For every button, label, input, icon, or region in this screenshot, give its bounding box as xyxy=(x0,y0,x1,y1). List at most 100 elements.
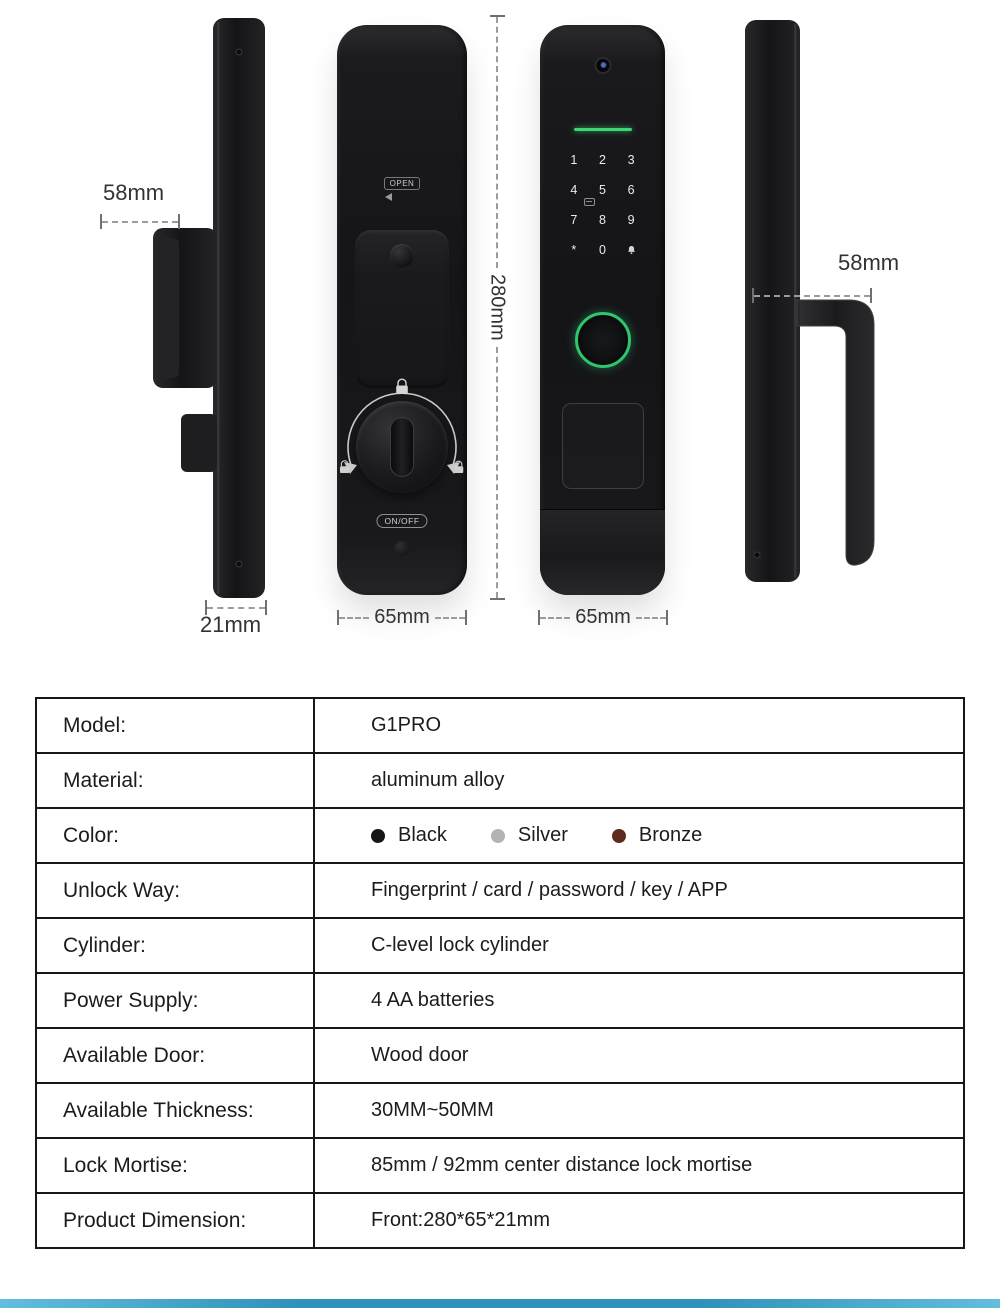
spec-row-productdimension: Product Dimension:Front:280*65*21mm xyxy=(37,1192,963,1247)
door-handle xyxy=(796,299,875,566)
spec-label: Unlock Way: xyxy=(37,864,315,917)
back-panel-slab xyxy=(213,18,265,598)
keypad-key-8: 8 xyxy=(599,213,606,227)
keypad-key-9: 9 xyxy=(627,213,635,227)
product-diagram-section: 58mm 21mm OPEN xyxy=(100,15,900,637)
keypad-key-star: * xyxy=(571,243,577,257)
front-panel-front-view: 1 2 3 4 5 6 7 8 9 * 0 xyxy=(540,25,665,595)
spec-value: 85mm / 92mm center distance lock mortise xyxy=(371,1154,753,1176)
dim-front-width: 65mm xyxy=(538,606,669,629)
battery-cover-button xyxy=(390,244,414,268)
spec-value: 4 AA batteries xyxy=(371,989,495,1011)
thumbturn-handle xyxy=(390,417,414,477)
dim-back-width-label: 65mm xyxy=(374,606,430,628)
front-panel-slab xyxy=(745,20,800,582)
dim-front-height-label: 280mm xyxy=(486,274,509,341)
footer-strip xyxy=(0,1299,1000,1308)
color-name: Bronze xyxy=(638,824,703,846)
card-reader-zone xyxy=(561,403,644,489)
card-icon xyxy=(584,198,595,206)
thumbturn-knob xyxy=(356,401,448,493)
spec-label: Available Thickness: xyxy=(37,1084,315,1137)
lock-icon xyxy=(396,378,408,394)
spec-label: Model: xyxy=(37,699,315,752)
front-panel-side-view xyxy=(745,20,875,582)
spec-value: C-level lock cylinder xyxy=(371,934,549,956)
spec-label: Available Door: xyxy=(37,1029,315,1082)
spec-row-unlockway: Unlock Way:Fingerprint / card / password… xyxy=(37,862,963,917)
open-indicator: OPEN xyxy=(381,177,423,201)
front-bottom-cap xyxy=(540,509,665,595)
dim-handle-depth-label: 58mm xyxy=(838,250,900,275)
screw-icon xyxy=(753,551,761,559)
arrow-right-icon xyxy=(447,462,460,474)
spec-value: aluminum alloy xyxy=(371,769,505,791)
spec-label: Cylinder: xyxy=(37,919,315,972)
keypad-key-6: 6 xyxy=(627,183,635,197)
spec-value: G1PRO xyxy=(371,714,442,736)
spec-row-cylinder: Cylinder: C-level lock cylinder xyxy=(37,917,963,972)
color-option-bronze: Bronze xyxy=(611,824,703,847)
spec-row-material: Material: aluminum alloy xyxy=(37,752,963,807)
spec-label: Lock Mortise: xyxy=(37,1139,315,1192)
onoff-label: ON/OFF xyxy=(376,514,428,528)
screw-icon xyxy=(235,560,243,568)
slab-edge-highlight xyxy=(217,22,220,594)
arrow-left-icon xyxy=(344,462,357,474)
spec-value: 30MM~50MM xyxy=(371,1099,494,1121)
fingerprint-ring xyxy=(574,312,631,368)
lock-small-icon xyxy=(453,460,464,473)
dim-back-thickness-label: 21mm xyxy=(200,612,262,637)
spec-label: Power Supply: xyxy=(37,974,315,1027)
dim-back-depth-label: 58mm xyxy=(103,180,165,205)
latch-face xyxy=(161,238,179,378)
color-swatch-bronze-icon xyxy=(611,828,626,843)
dim-back-thickness-line xyxy=(205,600,267,615)
back-panel-side-view xyxy=(153,18,265,598)
onoff-button xyxy=(394,541,410,556)
spec-row-model: Model: G1PRO xyxy=(37,699,963,752)
led-indicator xyxy=(573,128,632,131)
dim-front-height: 280mm xyxy=(486,15,509,601)
camera-icon xyxy=(594,57,611,74)
dim-handle-depth-line xyxy=(752,288,872,303)
color-swatch-black-icon xyxy=(371,828,385,843)
keypad-key-4: 4 xyxy=(570,183,578,197)
keypad: 1 2 3 4 5 6 7 8 9 * 0 xyxy=(560,145,646,265)
battery-cover xyxy=(355,230,449,388)
color-option-black: Black xyxy=(371,824,447,847)
bell-icon xyxy=(627,245,635,254)
spec-row-availablethickness: Available Thickness: 30MM~50MM xyxy=(37,1082,963,1137)
keypad-key-7: 7 xyxy=(570,213,578,227)
color-option-silver: Silver xyxy=(490,824,568,847)
rotation-arc xyxy=(347,392,457,466)
keypad-key-1: 1 xyxy=(570,153,578,167)
dim-front-width-label: 65mm xyxy=(575,606,631,628)
color-name: Silver xyxy=(517,824,568,846)
open-label: OPEN xyxy=(384,177,420,190)
strike-block xyxy=(181,414,217,472)
keypad-key-5: 5 xyxy=(599,183,606,197)
spec-label: Product Dimension: xyxy=(37,1194,315,1247)
color-swatch-silver-icon xyxy=(490,828,505,843)
spec-row-powersupply: Power Supply: 4 AA batteries xyxy=(37,972,963,1027)
unlock-icon xyxy=(339,460,350,473)
keypad-key-3: 3 xyxy=(627,153,635,167)
spec-label: Color: xyxy=(37,809,315,862)
back-panel-front-view: OPEN ON/OFF xyxy=(337,25,467,595)
keypad-key-bell xyxy=(617,235,646,265)
camera-lens xyxy=(600,62,606,68)
spec-value: Black Silver Bronze xyxy=(315,809,963,862)
open-arrow-icon xyxy=(385,193,392,201)
spec-label: Material: xyxy=(37,754,315,807)
screw-icon xyxy=(235,48,243,56)
keypad-key-2: 2 xyxy=(599,153,606,167)
spec-row-availabledoor: Available Door:Wood door xyxy=(37,1027,963,1082)
keypad-key-0: 0 xyxy=(599,243,606,257)
spec-row-lockmortise: Lock Mortise: 85mm / 92mm center distance… xyxy=(37,1137,963,1192)
spec-row-color: Color: Black Silver Bronze xyxy=(37,807,963,862)
slab-edge-highlight xyxy=(794,24,797,578)
dim-back-width: 65mm xyxy=(337,606,468,629)
